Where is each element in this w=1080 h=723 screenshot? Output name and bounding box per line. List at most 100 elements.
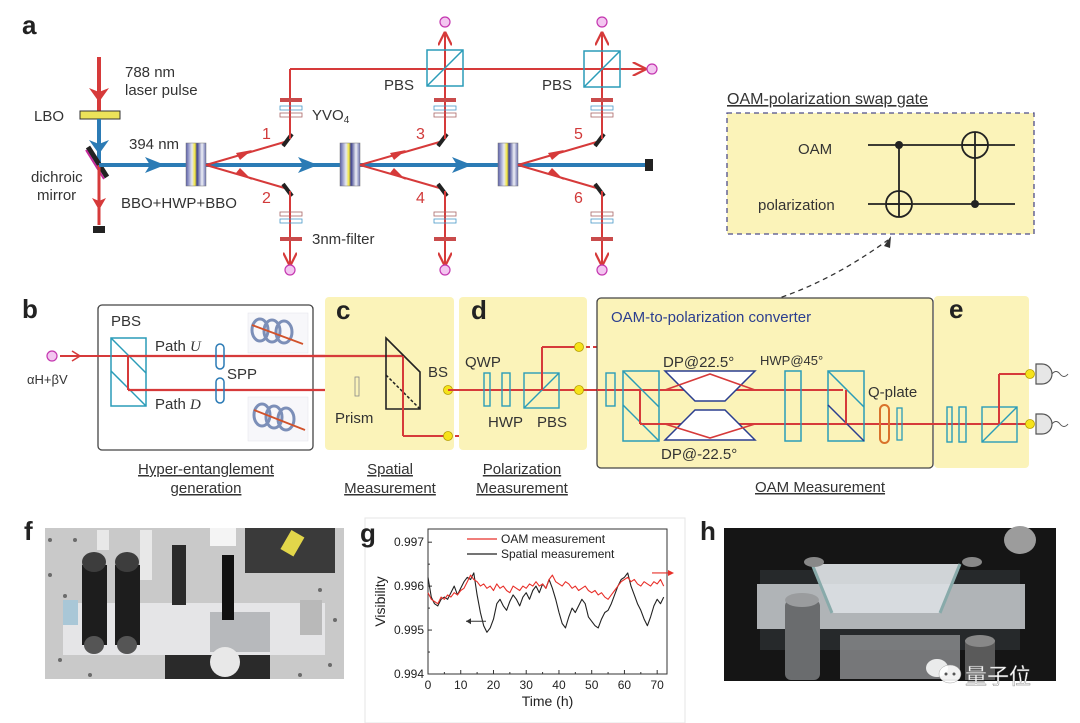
swap-gate-inset: OAM-polarization swap gate OAM polarizat… bbox=[726, 91, 1035, 301]
dichroic-mirror bbox=[85, 145, 110, 179]
arrow-icon bbox=[668, 569, 674, 576]
caption-oam-measurement: OAM Measurement bbox=[755, 479, 886, 496]
label-pbs-1: PBS bbox=[384, 77, 414, 94]
detector-icon bbox=[646, 63, 658, 75]
panel-f: f bbox=[24, 516, 344, 679]
detector-icon bbox=[284, 264, 296, 276]
arrow-icon bbox=[452, 157, 472, 173]
panel-letter-c: c bbox=[336, 295, 350, 325]
panel-c: c Prism BS Spatial Measurement bbox=[312, 295, 478, 497]
dove-prism-22-5 bbox=[663, 370, 757, 402]
output-port-dot bbox=[443, 431, 453, 441]
x-tick-label: 0 bbox=[425, 678, 432, 692]
dashed-link-arrow bbox=[772, 239, 889, 301]
photon-number-4: 4 bbox=[416, 190, 425, 207]
beam-dump bbox=[645, 159, 653, 171]
arrow-icon bbox=[89, 140, 109, 154]
arrow-icon bbox=[236, 150, 252, 160]
qwp-plate bbox=[946, 406, 953, 443]
x-tick-label: 40 bbox=[552, 678, 566, 692]
label-prism: Prism bbox=[335, 410, 373, 427]
detector-icon bbox=[1035, 413, 1069, 435]
label-bbo-hwp-bbo: BBO+HWP+BBO bbox=[121, 195, 237, 212]
label-input-state: αH+βV bbox=[27, 372, 68, 387]
photon-number-2: 2 bbox=[262, 190, 271, 207]
label-mirror: mirror bbox=[37, 187, 76, 204]
label-laser-pulse: laser pulse bbox=[125, 82, 198, 99]
arrow-icon bbox=[145, 157, 165, 173]
hwp-45-plate bbox=[784, 370, 802, 442]
series-line-oam-measurement bbox=[427, 574, 665, 605]
q-plate bbox=[879, 404, 890, 444]
x-tick-label: 50 bbox=[585, 678, 599, 692]
panel-d: d QWP HWP PBS Polarization Measurement bbox=[448, 295, 608, 497]
label-path-d: Path D bbox=[155, 396, 201, 413]
panel-a: a 788 nm laser pulse LBO dichroic mirror… bbox=[22, 10, 658, 276]
y-tick-label: 0.997 bbox=[394, 535, 424, 549]
caption-hyper-entanglement-2: generation bbox=[171, 480, 242, 497]
dove-prism-minus-22-5 bbox=[663, 409, 757, 441]
panel-letter-f: f bbox=[24, 516, 33, 546]
x-tick-label: 10 bbox=[454, 678, 468, 692]
panel-letter-a: a bbox=[22, 10, 37, 40]
plot-frame bbox=[427, 528, 668, 675]
beam-displacer-bs bbox=[385, 336, 421, 410]
x-axis-label: Time (h) bbox=[522, 693, 574, 709]
label-pbs-2: PBS bbox=[542, 77, 572, 94]
output-port-dot bbox=[574, 385, 584, 395]
label-hwp-45: HWP@45° bbox=[760, 353, 823, 368]
waveplate bbox=[896, 407, 903, 441]
legend-entry: Spatial measurement bbox=[501, 547, 615, 561]
qubit-label-oam: OAM bbox=[798, 141, 832, 158]
arrow-icon bbox=[89, 88, 109, 102]
label-pbs: PBS bbox=[537, 414, 567, 431]
oam-vortex-icon-lower bbox=[247, 396, 309, 442]
photon-pair-34 bbox=[359, 16, 464, 276]
arrow-icon bbox=[466, 618, 471, 625]
beam-dump bbox=[93, 226, 105, 233]
y-tick-label: 0.996 bbox=[394, 579, 424, 593]
label-788nm: 788 nm bbox=[125, 64, 175, 81]
output-port-dot bbox=[1025, 419, 1035, 429]
qubit-label-polarization: polarization bbox=[758, 197, 835, 214]
photon-number-6: 6 bbox=[574, 190, 583, 207]
label-bs: BS bbox=[428, 364, 448, 381]
qwp-plate bbox=[483, 372, 491, 407]
prism-compensator bbox=[354, 376, 360, 397]
arrow-icon bbox=[71, 350, 82, 362]
caption-spatial-2: Measurement bbox=[344, 480, 437, 497]
panel-h: h 量子位 bbox=[700, 516, 1056, 689]
detector-icon bbox=[596, 264, 608, 276]
legend-entry: OAM measurement bbox=[501, 532, 606, 546]
source-icon bbox=[46, 350, 58, 362]
waveplate bbox=[605, 372, 616, 407]
label-3nm-filter: 3nm-filter bbox=[312, 231, 375, 248]
x-tick-label: 20 bbox=[487, 678, 501, 692]
caption-spatial-1: Spatial bbox=[367, 461, 413, 478]
panel-e: e bbox=[933, 294, 1069, 468]
photo-f-optical-setup bbox=[45, 528, 344, 679]
hwp-plate bbox=[501, 372, 511, 407]
bbo-hwp-bbo-crystal-3 bbox=[497, 142, 519, 187]
swap-gate-box bbox=[726, 112, 1035, 235]
x-tick-label: 60 bbox=[618, 678, 632, 692]
photo-h-dove-prism bbox=[724, 526, 1056, 681]
arrow-icon bbox=[548, 168, 564, 180]
output-port-dot bbox=[574, 342, 584, 352]
label-lbo: LBO bbox=[34, 108, 64, 125]
output-port-dot bbox=[1025, 369, 1035, 379]
panel-letter-g: g bbox=[360, 518, 376, 548]
caption-polarization-2: Measurement bbox=[476, 480, 569, 497]
bbo-hwp-bbo-crystal-2 bbox=[339, 142, 361, 187]
arrow-icon bbox=[92, 198, 106, 210]
caption-polarization-1: Polarization bbox=[483, 461, 561, 478]
photon-number-5: 5 bbox=[574, 126, 583, 143]
label-dp-minus-22-5: DP@-22.5° bbox=[661, 446, 737, 463]
label-hwp: HWP bbox=[488, 414, 523, 431]
watermark-text: 量子位 bbox=[965, 664, 1031, 689]
label-path-u: Path U bbox=[155, 338, 202, 355]
caption-hyper-entanglement-1: Hyper-entanglement bbox=[138, 461, 275, 478]
